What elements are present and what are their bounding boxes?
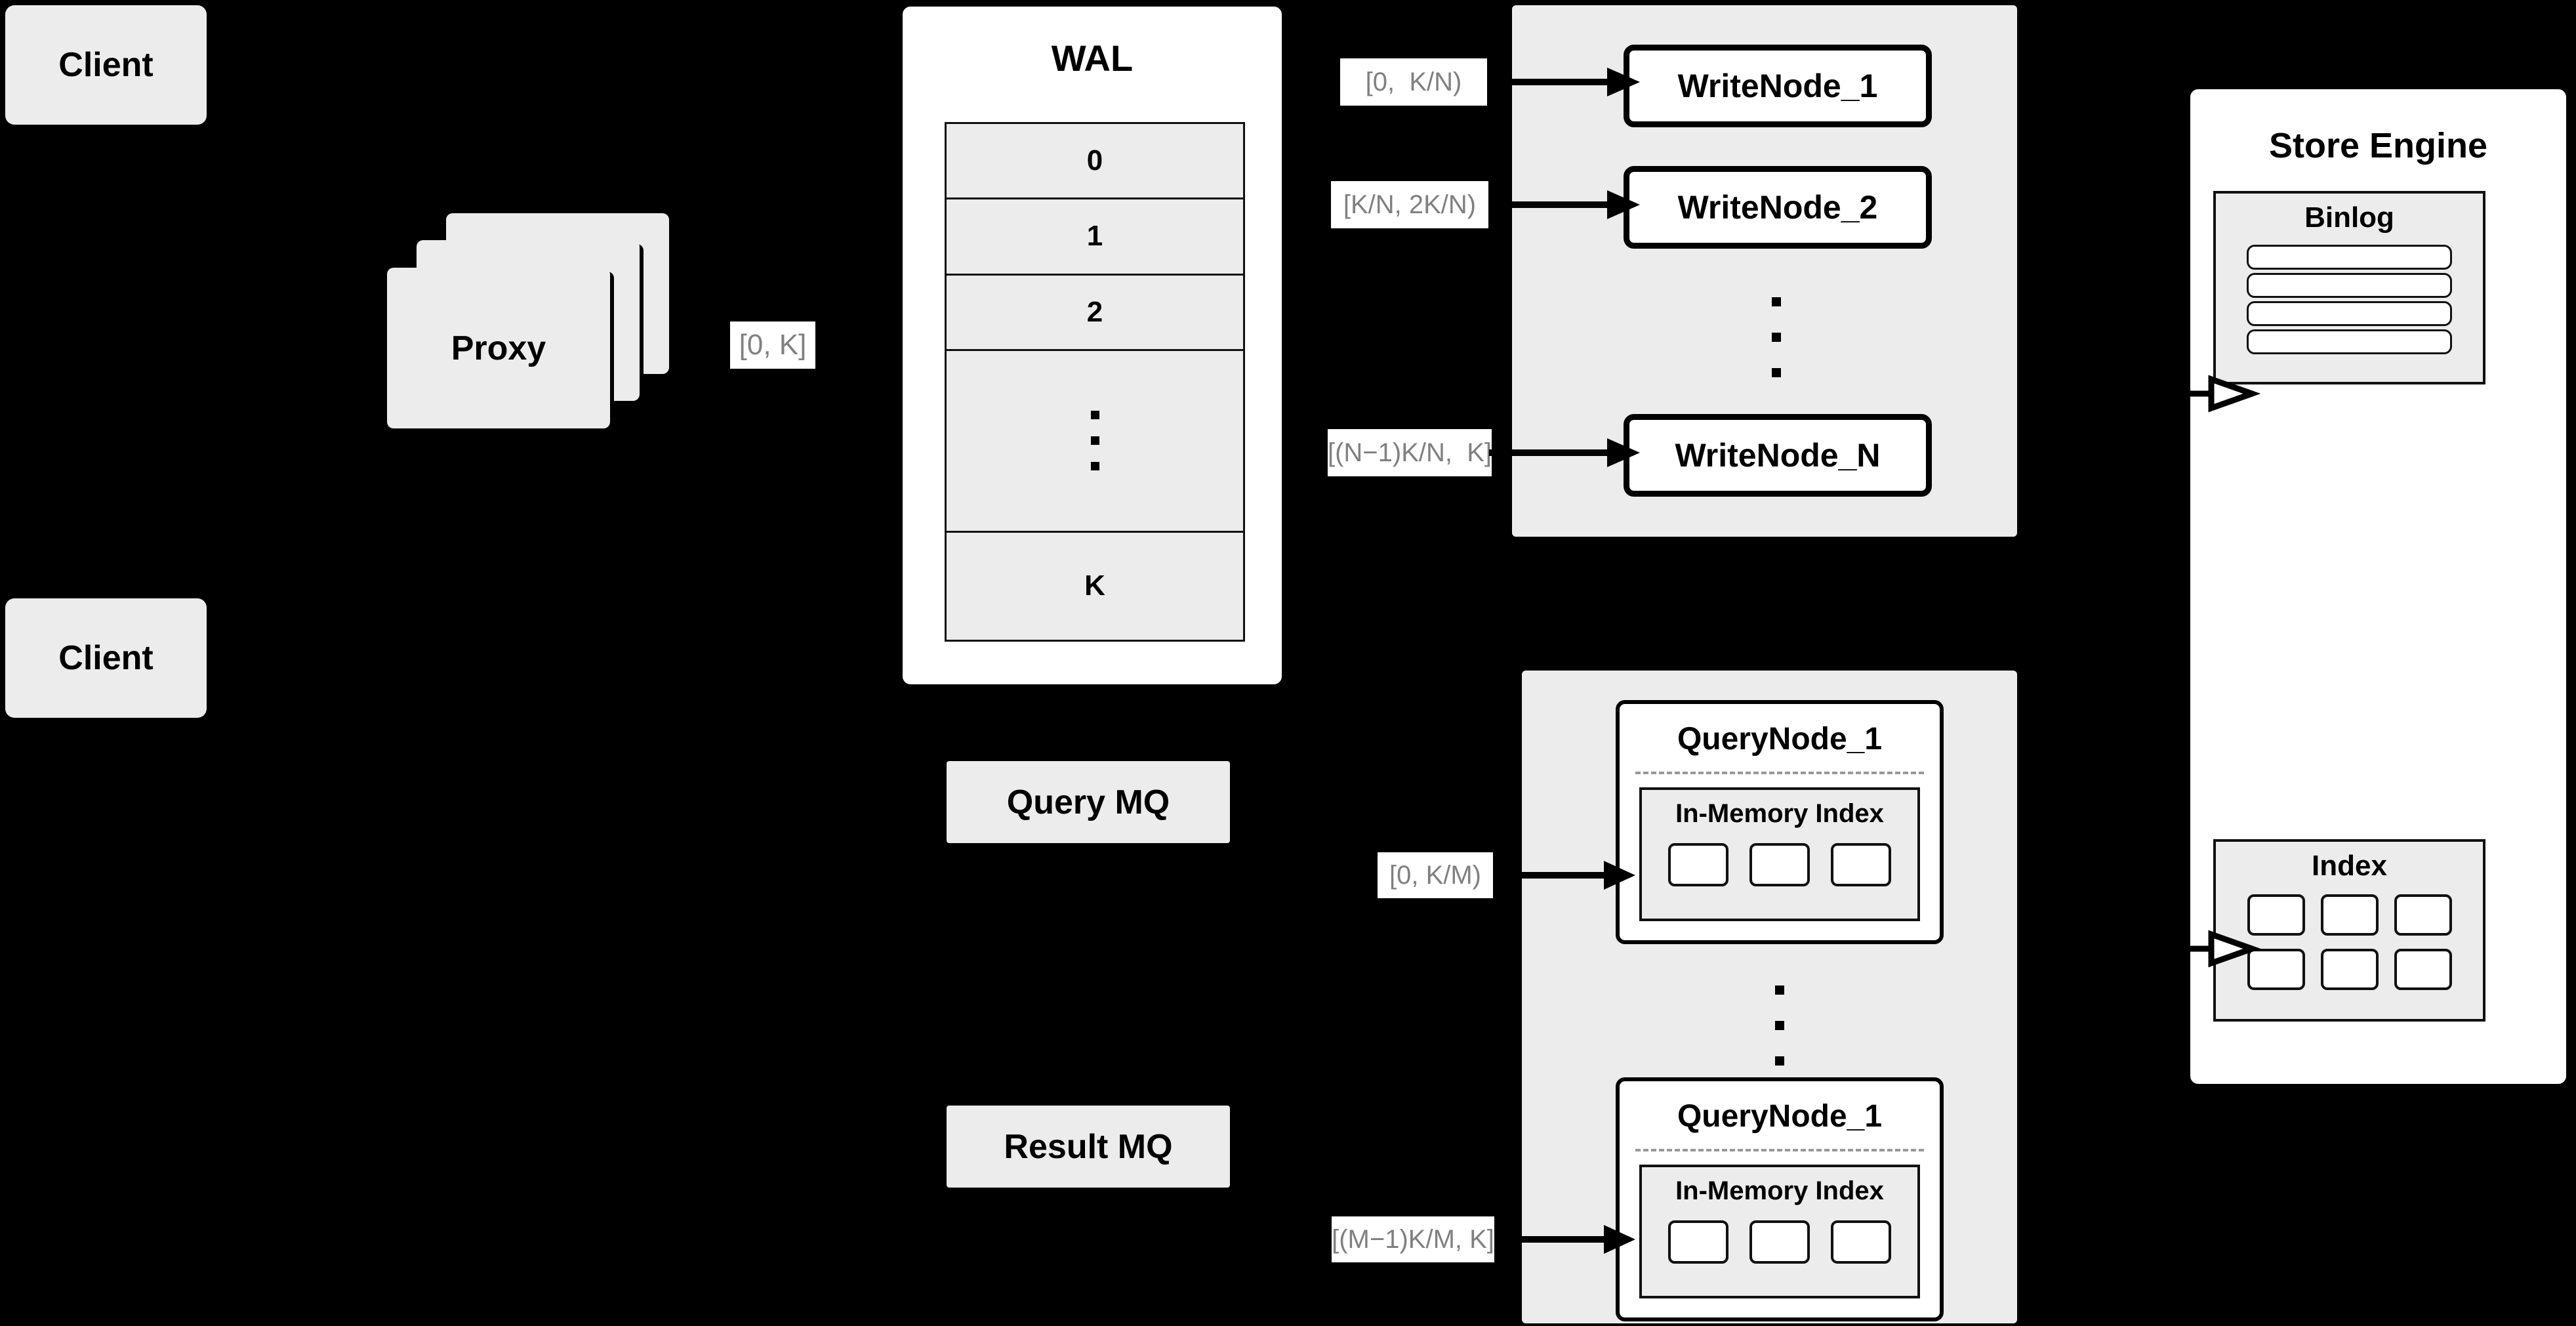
index-cell[interactable]: [1667, 843, 1728, 886]
query-mq-label: Query MQ: [1006, 783, 1170, 821]
result-mq-box[interactable]: Result MQ: [947, 1106, 1230, 1188]
index-cell[interactable]: [1749, 1220, 1810, 1264]
in-memory-index-panel-1: In-Memory Index: [1639, 787, 1920, 921]
wal-panel: WAL 0 1 2 K: [899, 3, 1286, 688]
query-node-range-label-2: [(M−1)K/M, K]: [1332, 1216, 1494, 1262]
write-node-vertical-ellipsis: [1772, 284, 1781, 390]
write-node-box-1[interactable]: WriteNode_1: [1624, 45, 1932, 127]
write-node-range-label-2: [K/N, 2K/N): [1331, 181, 1488, 228]
in-memory-index-title-2: In-Memory Index: [1675, 1176, 1884, 1205]
wal-row-2: 2: [947, 275, 1243, 351]
client-label-2: Client: [58, 639, 153, 677]
client-box-1[interactable]: Client: [5, 5, 207, 125]
write-node-box-n[interactable]: WriteNode_N: [1624, 414, 1932, 497]
arrow-to-write-node-2: [1489, 190, 1640, 219]
query-node-label-2: QueryNode_1: [1677, 1099, 1883, 1134]
arrow-to-index: [2181, 930, 2261, 968]
write-node-range-label-n: [(N−1)K/N, K]: [1328, 429, 1492, 476]
query-mq-box[interactable]: Query MQ: [947, 761, 1230, 843]
proxy-range-label: [0, K]: [730, 321, 815, 369]
arrow-to-query-node-2: [1499, 1225, 1635, 1254]
query-node-label-1: QueryNode_1: [1677, 722, 1883, 756]
index-title: Index: [2312, 850, 2387, 882]
write-node-label-2: WriteNode_2: [1677, 189, 1878, 226]
store-engine-title: Store Engine: [2268, 126, 2488, 165]
query-node-box-2[interactable]: QueryNode_1 In-Memory Index: [1616, 1077, 1944, 1321]
index-cell[interactable]: [1830, 1220, 1891, 1264]
arrow-to-query-node-1: [1499, 861, 1635, 890]
wal-row-1: 1: [947, 199, 1243, 276]
arrow-to-write-node-n: [1489, 438, 1640, 467]
in-memory-index-title-1: In-Memory Index: [1675, 799, 1884, 828]
wal-table: 0 1 2 K: [945, 122, 1245, 642]
arrow-to-write-node-1: [1489, 68, 1640, 96]
result-mq-label: Result MQ: [1004, 1127, 1173, 1166]
query-node-divider-2: [1635, 1149, 1924, 1151]
binlog-title: Binlog: [2304, 201, 2394, 234]
write-node-label-n: WriteNode_N: [1675, 437, 1881, 474]
index-panel: Index: [2213, 839, 2485, 1022]
client-box-2[interactable]: Client: [5, 598, 207, 718]
query-node-range-label-1: [0, K/M): [1378, 852, 1493, 898]
write-node-box-2[interactable]: WriteNode_2: [1624, 166, 1932, 249]
binlog-row[interactable]: [2246, 329, 2453, 354]
proxy-label: Proxy: [451, 329, 546, 367]
wal-row-0: 0: [947, 124, 1243, 200]
wal-row-K: K: [947, 532, 1243, 640]
store-index-cell[interactable]: [2247, 949, 2305, 990]
binlog-row[interactable]: [2246, 245, 2453, 270]
store-engine-panel: Store Engine Binlog Index: [2186, 85, 2570, 1088]
store-index-cell[interactable]: [2320, 894, 2379, 936]
query-node-vertical-ellipsis: [1775, 972, 1784, 1079]
index-cell[interactable]: [1749, 843, 1810, 886]
store-index-cell[interactable]: [2394, 949, 2452, 990]
write-node-group-panel: WriteNode_1 WriteNode_2 WriteNode_N: [1512, 5, 2017, 537]
binlog-row[interactable]: [2246, 301, 2453, 326]
index-cell[interactable]: [1667, 1220, 1728, 1264]
index-cell[interactable]: [1830, 843, 1891, 886]
query-node-box-1[interactable]: QueryNode_1 In-Memory Index: [1616, 700, 1944, 944]
arrow-to-binlog: [2181, 375, 2261, 413]
wal-vertical-ellipsis: [1090, 402, 1099, 479]
wal-row-ellipsis: [947, 350, 1243, 533]
write-node-label-1: WriteNode_1: [1677, 68, 1878, 104]
client-label-1: Client: [58, 46, 153, 84]
store-index-cell[interactable]: [2394, 894, 2452, 936]
binlog-panel: Binlog: [2213, 191, 2485, 384]
query-node-group-panel: QueryNode_1 In-Memory Index QueryNode_1: [1522, 671, 2017, 1323]
proxy-box[interactable]: Proxy: [387, 268, 610, 428]
in-memory-index-panel-2: In-Memory Index: [1639, 1165, 1920, 1298]
write-node-range-label-1: [0, K/N): [1340, 58, 1487, 106]
wal-title: WAL: [1051, 37, 1134, 79]
store-index-cell[interactable]: [2247, 894, 2305, 936]
query-node-divider-1: [1635, 772, 1924, 774]
store-index-cell[interactable]: [2320, 949, 2379, 990]
binlog-row[interactable]: [2246, 273, 2453, 298]
